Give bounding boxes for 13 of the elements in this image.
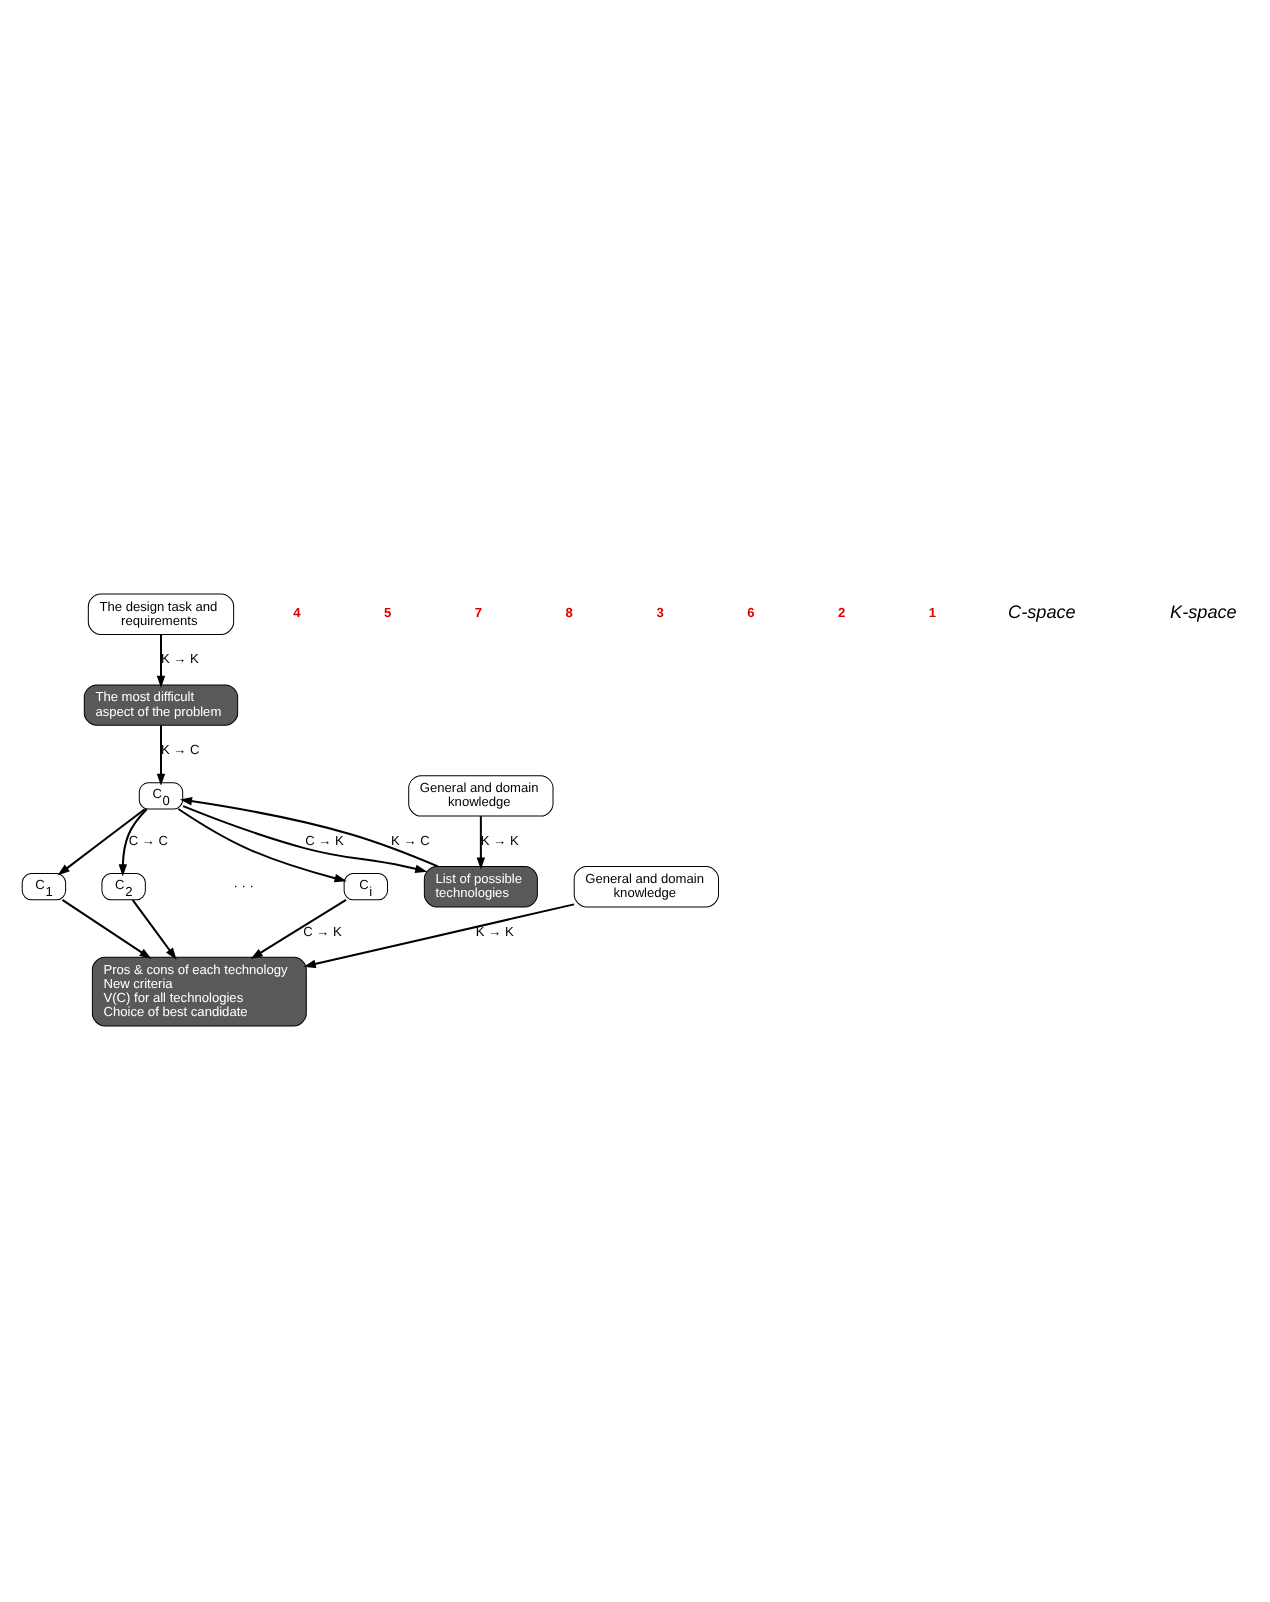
- arrow: [177, 808, 347, 883]
- arrow: [118, 808, 148, 877]
- arrow: [156, 725, 166, 786]
- label: C-space: [1008, 601, 1076, 622]
- arrow: [250, 899, 347, 959]
- arrow: [303, 903, 575, 969]
- arrow: [182, 805, 428, 873]
- arrow: [156, 634, 166, 688]
- label: K-space: [1170, 601, 1237, 622]
- arrow: [179, 797, 439, 868]
- arrow: [57, 808, 146, 876]
- arrow: [131, 899, 177, 960]
- arrow: [61, 899, 152, 959]
